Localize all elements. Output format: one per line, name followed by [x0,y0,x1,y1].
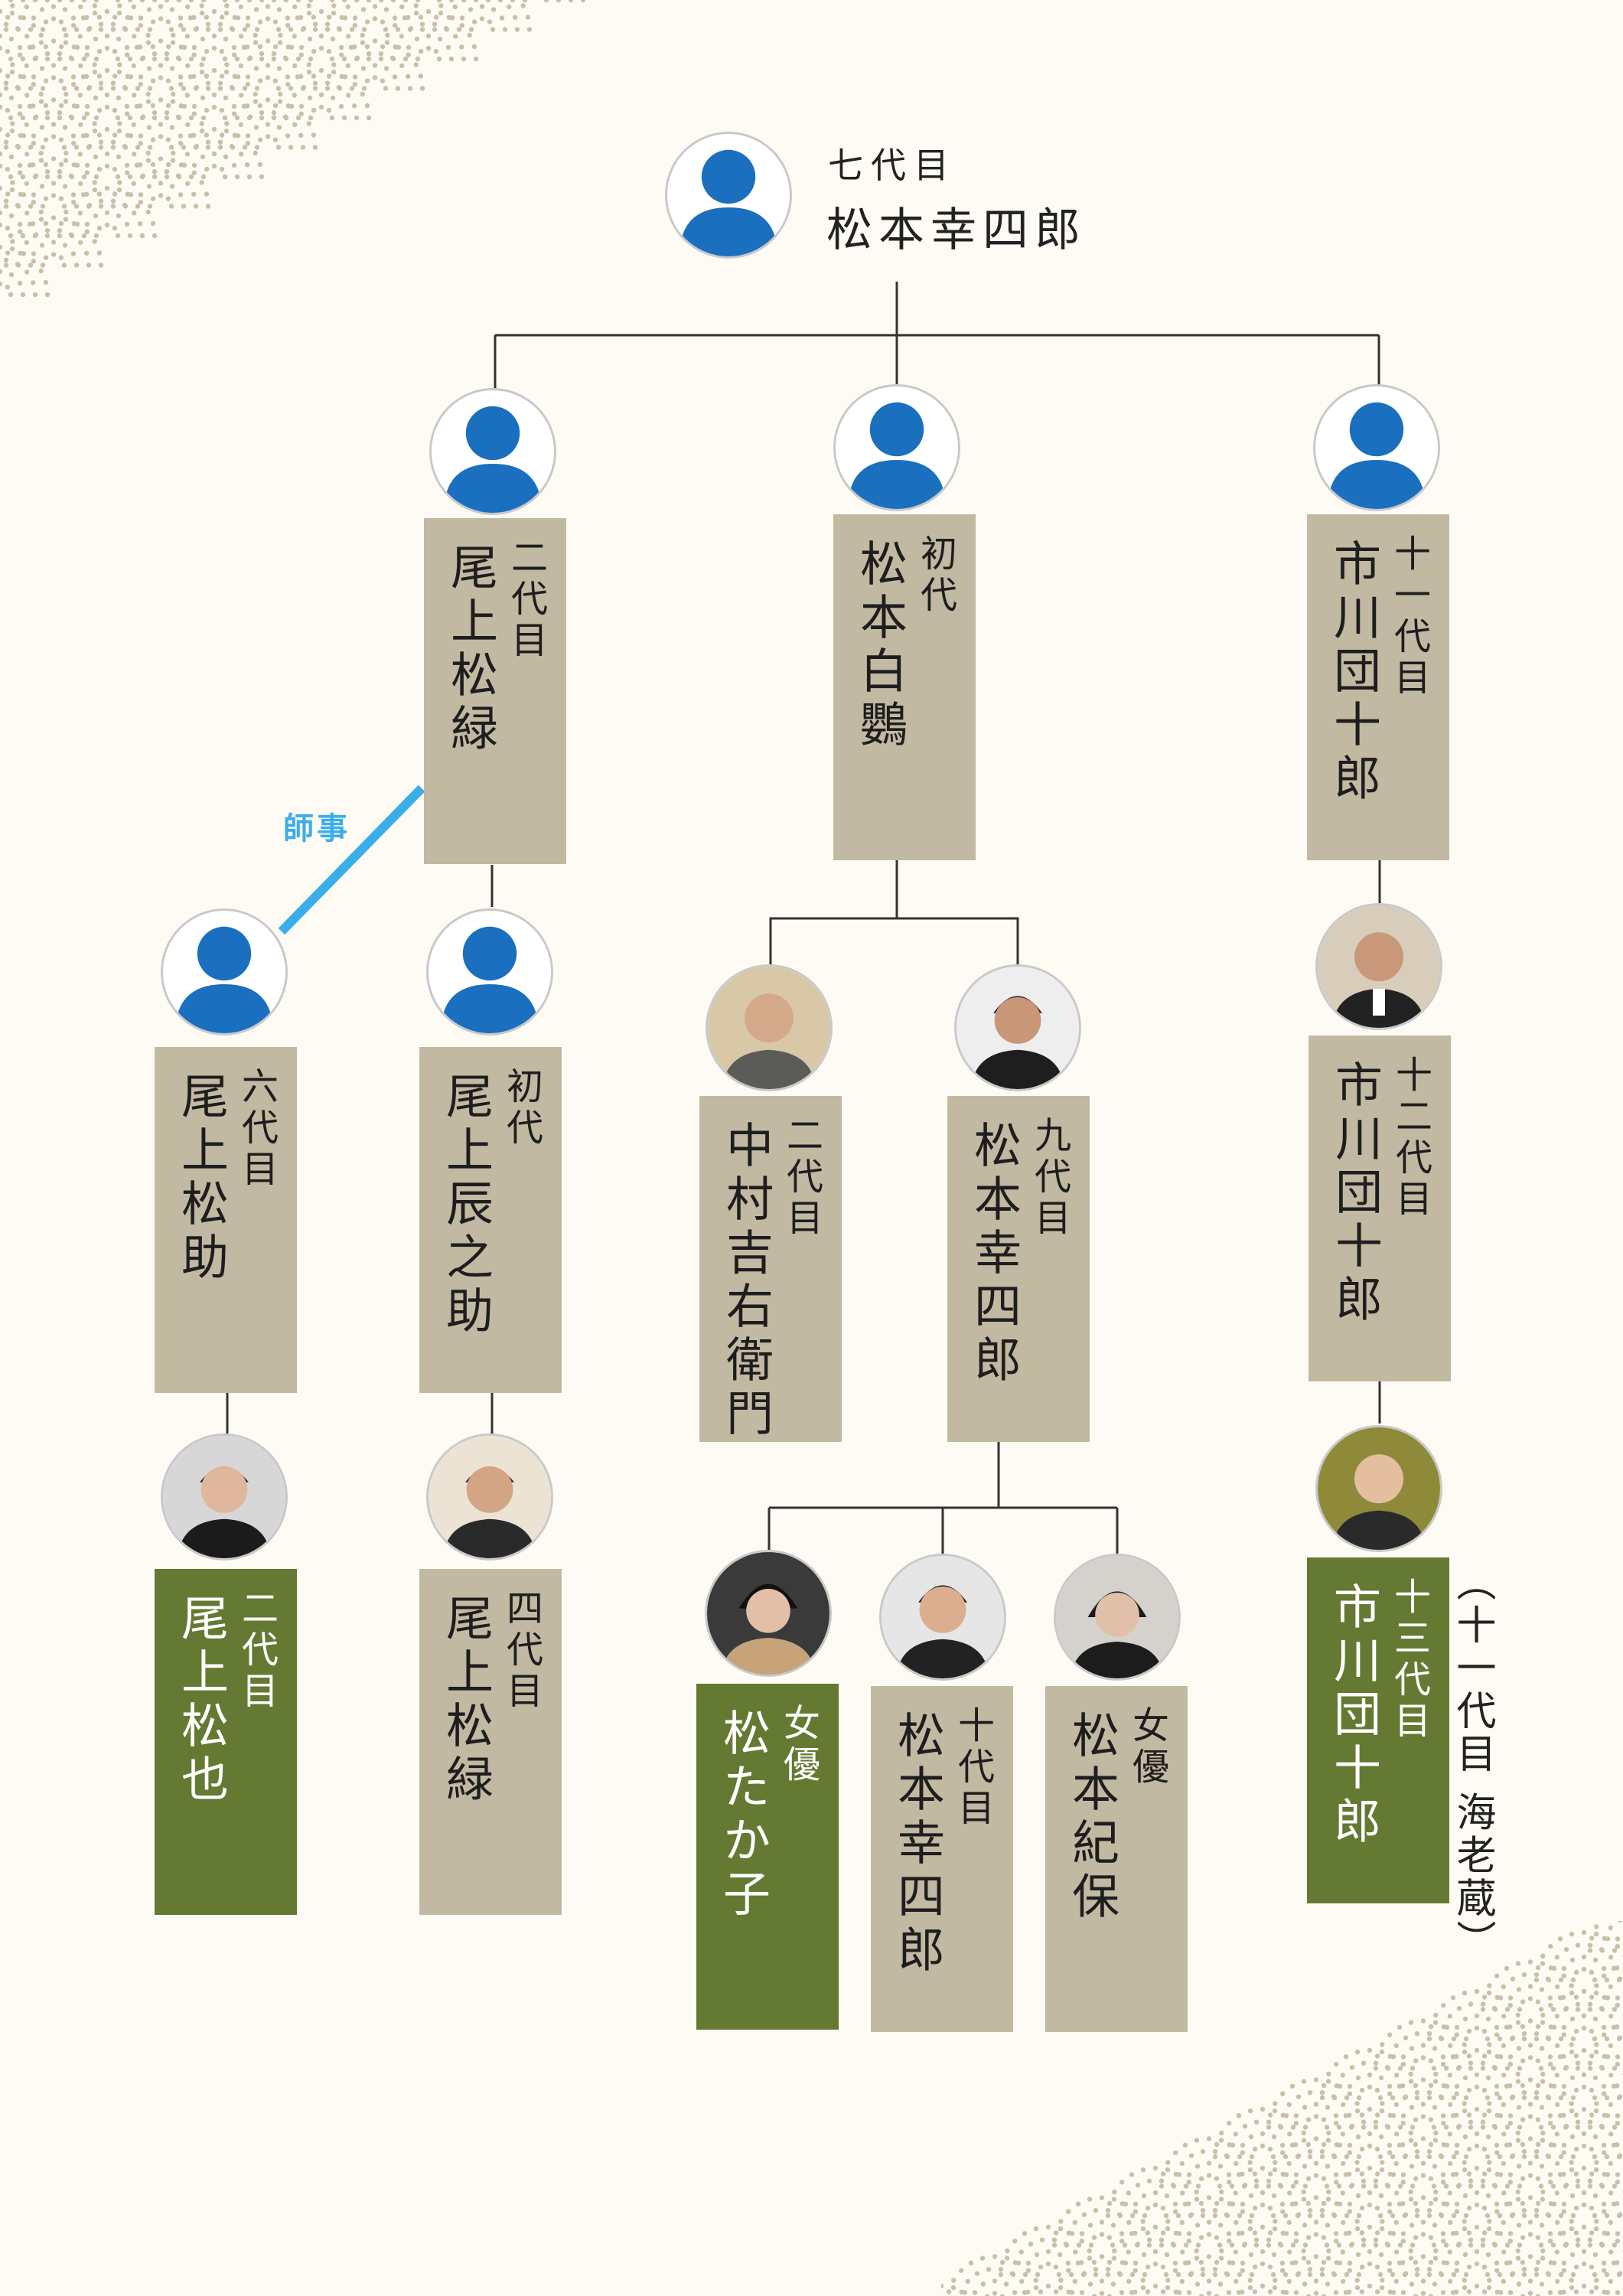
card-onoe-shosuke-6: 六代目 尾上松助 [155,1047,297,1393]
card-ichikawa-danjuro-12: 十二代目 市川団十郎 [1309,1035,1451,1381]
card-title: 女優 [780,1704,816,1786]
card-title: 六代目 [238,1067,275,1191]
person-silhouette-icon [163,911,285,1033]
card-title: 十二代目 [1392,1055,1429,1221]
photo-portrait-icon [1318,1427,1440,1550]
card-title: 二代目 [238,1589,275,1713]
card-title: 女優 [1129,1706,1165,1789]
card-matsumoto-kiho: 女優 松本紀保 [1045,1686,1188,2032]
card-name: 松たか子 [719,1708,766,1923]
card-matsumoto-koshiro-9: 九代目 松本幸四郎 [947,1096,1090,1442]
card-matsu-takako: 女優 松たか子 [696,1684,839,2030]
card-ichikawa-danjuro-11: 十一代目 市川団十郎 [1307,514,1449,860]
card-name: 尾上松緑 [442,1593,489,1808]
person-silhouette-icon [836,386,958,509]
photo-portrait-icon [882,1556,1004,1678]
card-title: 四代目 [503,1589,539,1713]
photo-portrait-icon [1056,1556,1178,1678]
avatar-nakamura-kichiemon-2 [706,964,833,1091]
card-name: 松本幸四郎 [893,1711,940,1978]
avatar-matsumoto-koshiro-10 [879,1554,1006,1681]
root-title: 七代目 [828,138,957,188]
card-name: 松本幸四郎 [970,1120,1017,1388]
card-name: 尾上松也 [177,1593,224,1808]
avatar-onoe-shoroku-2 [429,388,556,515]
shiji-label: 師事 [283,804,350,848]
avatar-onoe-shoroku-4 [426,1433,553,1561]
photo-portrait-icon [429,1436,551,1558]
card-title: 二代目 [783,1116,820,1240]
card-title: 二代目 [507,538,544,662]
avatar-matsu-takako [705,1550,832,1677]
card-onoe-shoya-2: 二代目 尾上松也 [155,1569,297,1915]
card-title: 初代 [917,534,953,617]
avatar-onoe-shosuke-6 [161,908,288,1035]
avatar-matsumoto-kiho [1054,1554,1181,1681]
person-silhouette-icon [1315,386,1438,509]
card-matsumoto-hakuo-1: 初代 松本白鸚 [833,514,976,860]
card-ichikawa-danjuro-13: 十三代目 市川団十郎 [1307,1557,1449,1903]
card-name: 尾上松緑 [446,543,494,757]
photo-portrait-icon [708,967,830,1089]
photo-portrait-icon [1318,905,1440,1028]
person-silhouette-icon [432,390,554,513]
card-name: 尾上辰之助 [442,1071,489,1339]
card-onoe-shoroku-4: 四代目 尾上松緑 [419,1569,562,1915]
card-name: 市川団十郎 [1331,1060,1378,1328]
card-title: 十代目 [954,1706,991,1830]
avatar-onoe-shoya-2 [161,1433,288,1561]
card-name: 尾上松助 [177,1071,224,1286]
card-title: 十三代目 [1390,1577,1427,1743]
card-title: 十一代目 [1390,534,1427,700]
avatar-onoe-tatsunosuke-1 [426,908,553,1035]
person-silhouette-icon [667,134,790,256]
avatar-ichikawa-danjuro-12 [1315,903,1442,1030]
avatar-ichikawa-danjuro-13 [1315,1425,1442,1552]
danjuro13-former-name-note: （十一代目 海老蔵） [1452,1561,1492,1963]
card-onoe-shoroku-2: 二代目 尾上松緑 [424,518,566,864]
photo-portrait-icon [163,1436,285,1558]
card-name: 市川団十郎 [1329,539,1377,807]
avatar-root [665,132,792,259]
card-matsumoto-koshiro-10: 十代目 松本幸四郎 [871,1686,1013,2032]
photo-portrait-icon [957,967,1079,1089]
photo-portrait-icon [707,1552,829,1675]
card-onoe-tatsunosuke-1: 初代 尾上辰之助 [419,1047,562,1393]
card-name: 松本紀保 [1067,1711,1115,1925]
card-name: 中村吉右衛門 [722,1120,769,1442]
root-name: 松本幸四郎 [826,193,1087,259]
avatar-matsumoto-koshiro-9 [954,964,1081,1091]
person-silhouette-icon [429,911,551,1033]
card-name: 松本白鸚 [855,539,903,753]
card-title: 初代 [503,1067,539,1150]
card-name: 市川団十郎 [1329,1582,1377,1850]
avatar-matsumoto-hakuo-1 [833,384,960,511]
card-title: 九代目 [1031,1116,1067,1240]
avatar-ichikawa-danjuro-11 [1313,384,1440,511]
card-nakamura-kichiemon-2: 二代目 中村吉右衛門 [699,1096,842,1442]
